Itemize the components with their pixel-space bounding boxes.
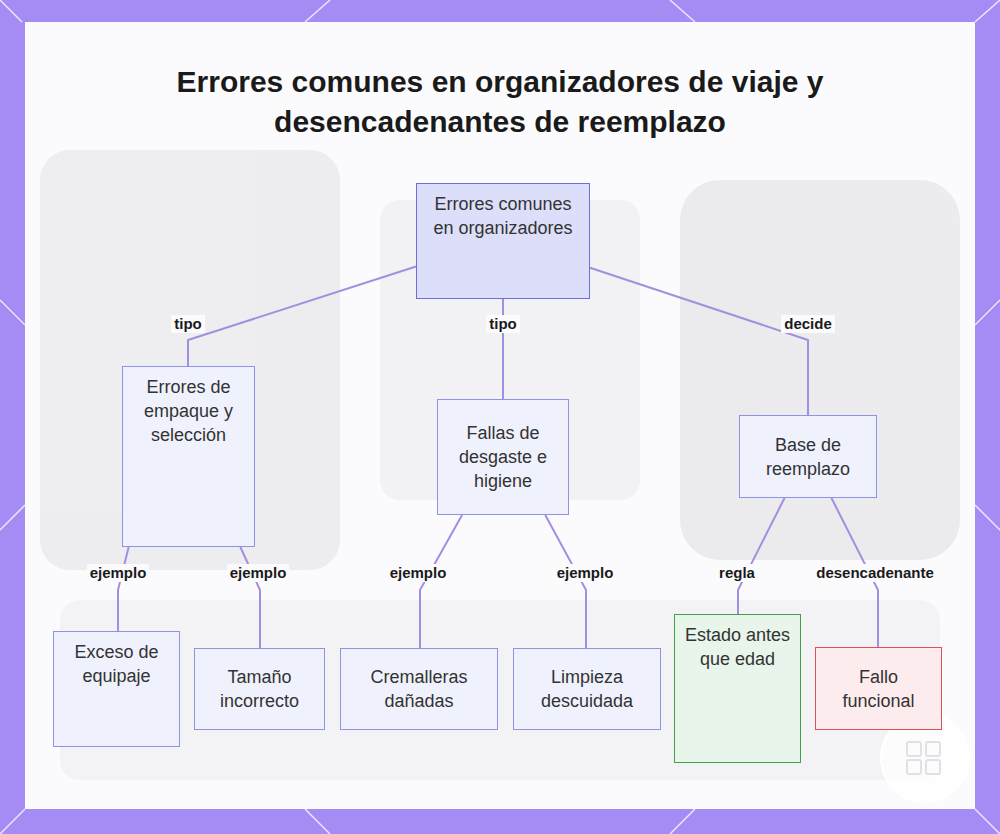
concept-box: Estado antes que edad (674, 614, 801, 763)
concept-box: Tamaño incorrecto (194, 648, 325, 730)
concept-box: Base de reemplazo (739, 415, 877, 498)
node-text: Cremalleras dañadas (347, 665, 491, 713)
node-text: Base de reemplazo (746, 433, 870, 481)
node-text: Fallas de desgaste e higiene (444, 421, 562, 493)
edge-label: ejemplo (387, 564, 450, 582)
edge-label: ejemplo (87, 564, 150, 582)
edge-label: decide (781, 315, 835, 333)
concept-box: Errores comunes en organizadores (416, 183, 590, 299)
connector-line (590, 268, 808, 415)
edge-label: regla (716, 564, 758, 582)
edge-label: tipo (171, 315, 205, 333)
concept-box: Limpieza descuidada (513, 648, 661, 730)
connector-line (502, 299, 504, 399)
node-text: Errores de empaque y selección (129, 375, 248, 447)
connector-line (118, 547, 129, 631)
connector-line (240, 547, 260, 648)
node-text: Tamaño incorrecto (201, 665, 318, 713)
concept-box: Fallo funcional (815, 647, 942, 730)
concept-box: Errores de empaque y selección (122, 366, 255, 547)
concept-box: Exceso de equipaje (53, 631, 180, 747)
edge-label: desencadenante (813, 564, 937, 582)
connector-line (188, 267, 416, 366)
node-text: Fallo funcional (822, 665, 935, 713)
node-text: Exceso de equipaje (60, 640, 173, 688)
edge-label: tipo (486, 315, 520, 333)
concept-box: Cremalleras dañadas (340, 648, 498, 730)
concept-box: Fallas de desgaste e higiene (437, 399, 569, 515)
diagram-title: Errores comunes en organizadores de viaj… (150, 62, 850, 142)
node-text: Limpieza descuidada (520, 665, 654, 713)
edge-label: ejemplo (554, 564, 617, 582)
connector-line (738, 498, 785, 614)
node-text: Estado antes que edad (681, 623, 794, 671)
node-text: Errores comunes en organizadores (423, 192, 583, 240)
edge-label: ejemplo (227, 564, 290, 582)
